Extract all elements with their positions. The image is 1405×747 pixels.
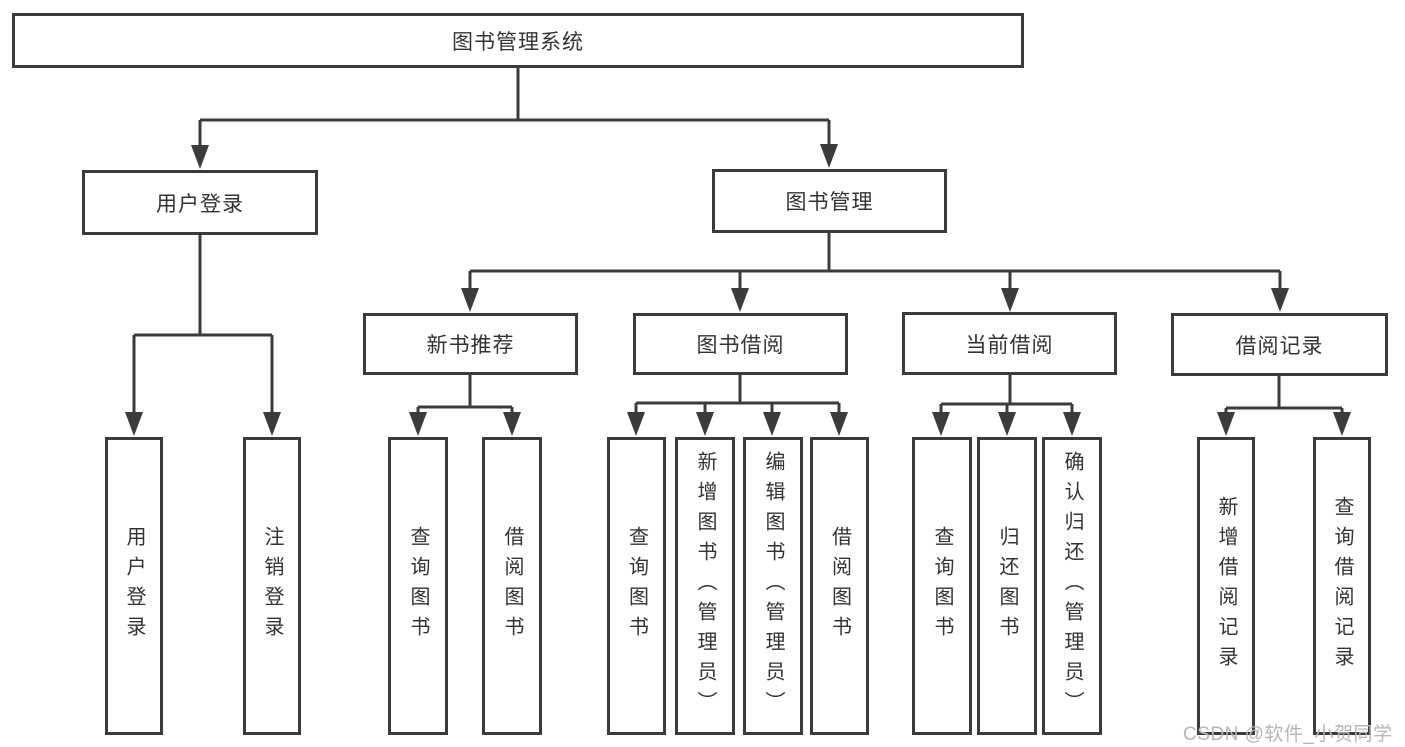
leaf-label: 编辑图书（管理员） <box>762 451 784 721</box>
leaf-label: 查询图书 <box>931 526 953 646</box>
node-label: 图书借阅 <box>696 334 785 357</box>
leaf-label: 新增图书（管理员） <box>694 451 716 721</box>
node-book-management: 图书管理 <box>712 169 947 233</box>
leaf-edit-book-admin: 编辑图书（管理员） <box>743 437 803 735</box>
leaf-label: 借阅图书 <box>501 526 523 646</box>
node-current-borrowing: 当前借阅 <box>902 312 1117 375</box>
leaf-add-borrow-record: 新增借阅记录 <box>1197 437 1255 735</box>
leaf-label: 注销登录 <box>261 526 283 646</box>
leaf-label: 查询借阅记录 <box>1331 496 1353 676</box>
leaf-user-login: 用户登录 <box>105 437 163 735</box>
leaf-label: 借阅图书 <box>828 526 851 646</box>
node-label: 图书管理 <box>785 191 874 214</box>
leaf-add-book-admin: 新增图书（管理员） <box>675 437 735 735</box>
node-borrowing-records: 借阅记录 <box>1171 313 1388 376</box>
leaf-label: 查询图书 <box>625 526 648 646</box>
leaf-query-books-current: 查询图书 <box>912 437 972 735</box>
node-label: 新书推荐 <box>426 334 515 357</box>
node-user-login: 用户登录 <box>82 170 318 235</box>
leaf-query-books-borrowing: 查询图书 <box>607 437 666 735</box>
leaf-return-books: 归还图书 <box>977 437 1037 735</box>
leaf-query-books-recommend: 查询图书 <box>388 437 448 735</box>
leaf-label: 用户登录 <box>123 526 145 646</box>
node-label: 借阅记录 <box>1235 334 1324 358</box>
node-library-management-system: 图书管理系统 <box>12 13 1024 68</box>
leaf-borrow-books-borrowing: 借阅图书 <box>810 437 869 735</box>
node-label: 用户登录 <box>156 192 244 216</box>
leaf-confirm-return-admin: 确认归还（管理员） <box>1042 437 1102 735</box>
leaf-label: 新增借阅记录 <box>1215 496 1237 676</box>
node-book-borrowing: 图书借阅 <box>633 313 848 375</box>
leaf-query-borrow-record: 查询借阅记录 <box>1313 437 1371 735</box>
leaf-logout: 注销登录 <box>243 437 301 735</box>
leaf-borrow-books-recommend: 借阅图书 <box>482 437 542 735</box>
node-label: 当前借阅 <box>965 333 1054 357</box>
watermark-text: CSDN @软件_小贺同学 <box>1183 724 1393 745</box>
node-label: 图书管理系统 <box>452 30 584 54</box>
leaf-label: 确认归还（管理员） <box>1061 451 1083 721</box>
leaf-label: 查询图书 <box>407 526 429 646</box>
node-new-book-recommendation: 新书推荐 <box>363 313 578 375</box>
leaf-label: 归还图书 <box>996 526 1018 646</box>
